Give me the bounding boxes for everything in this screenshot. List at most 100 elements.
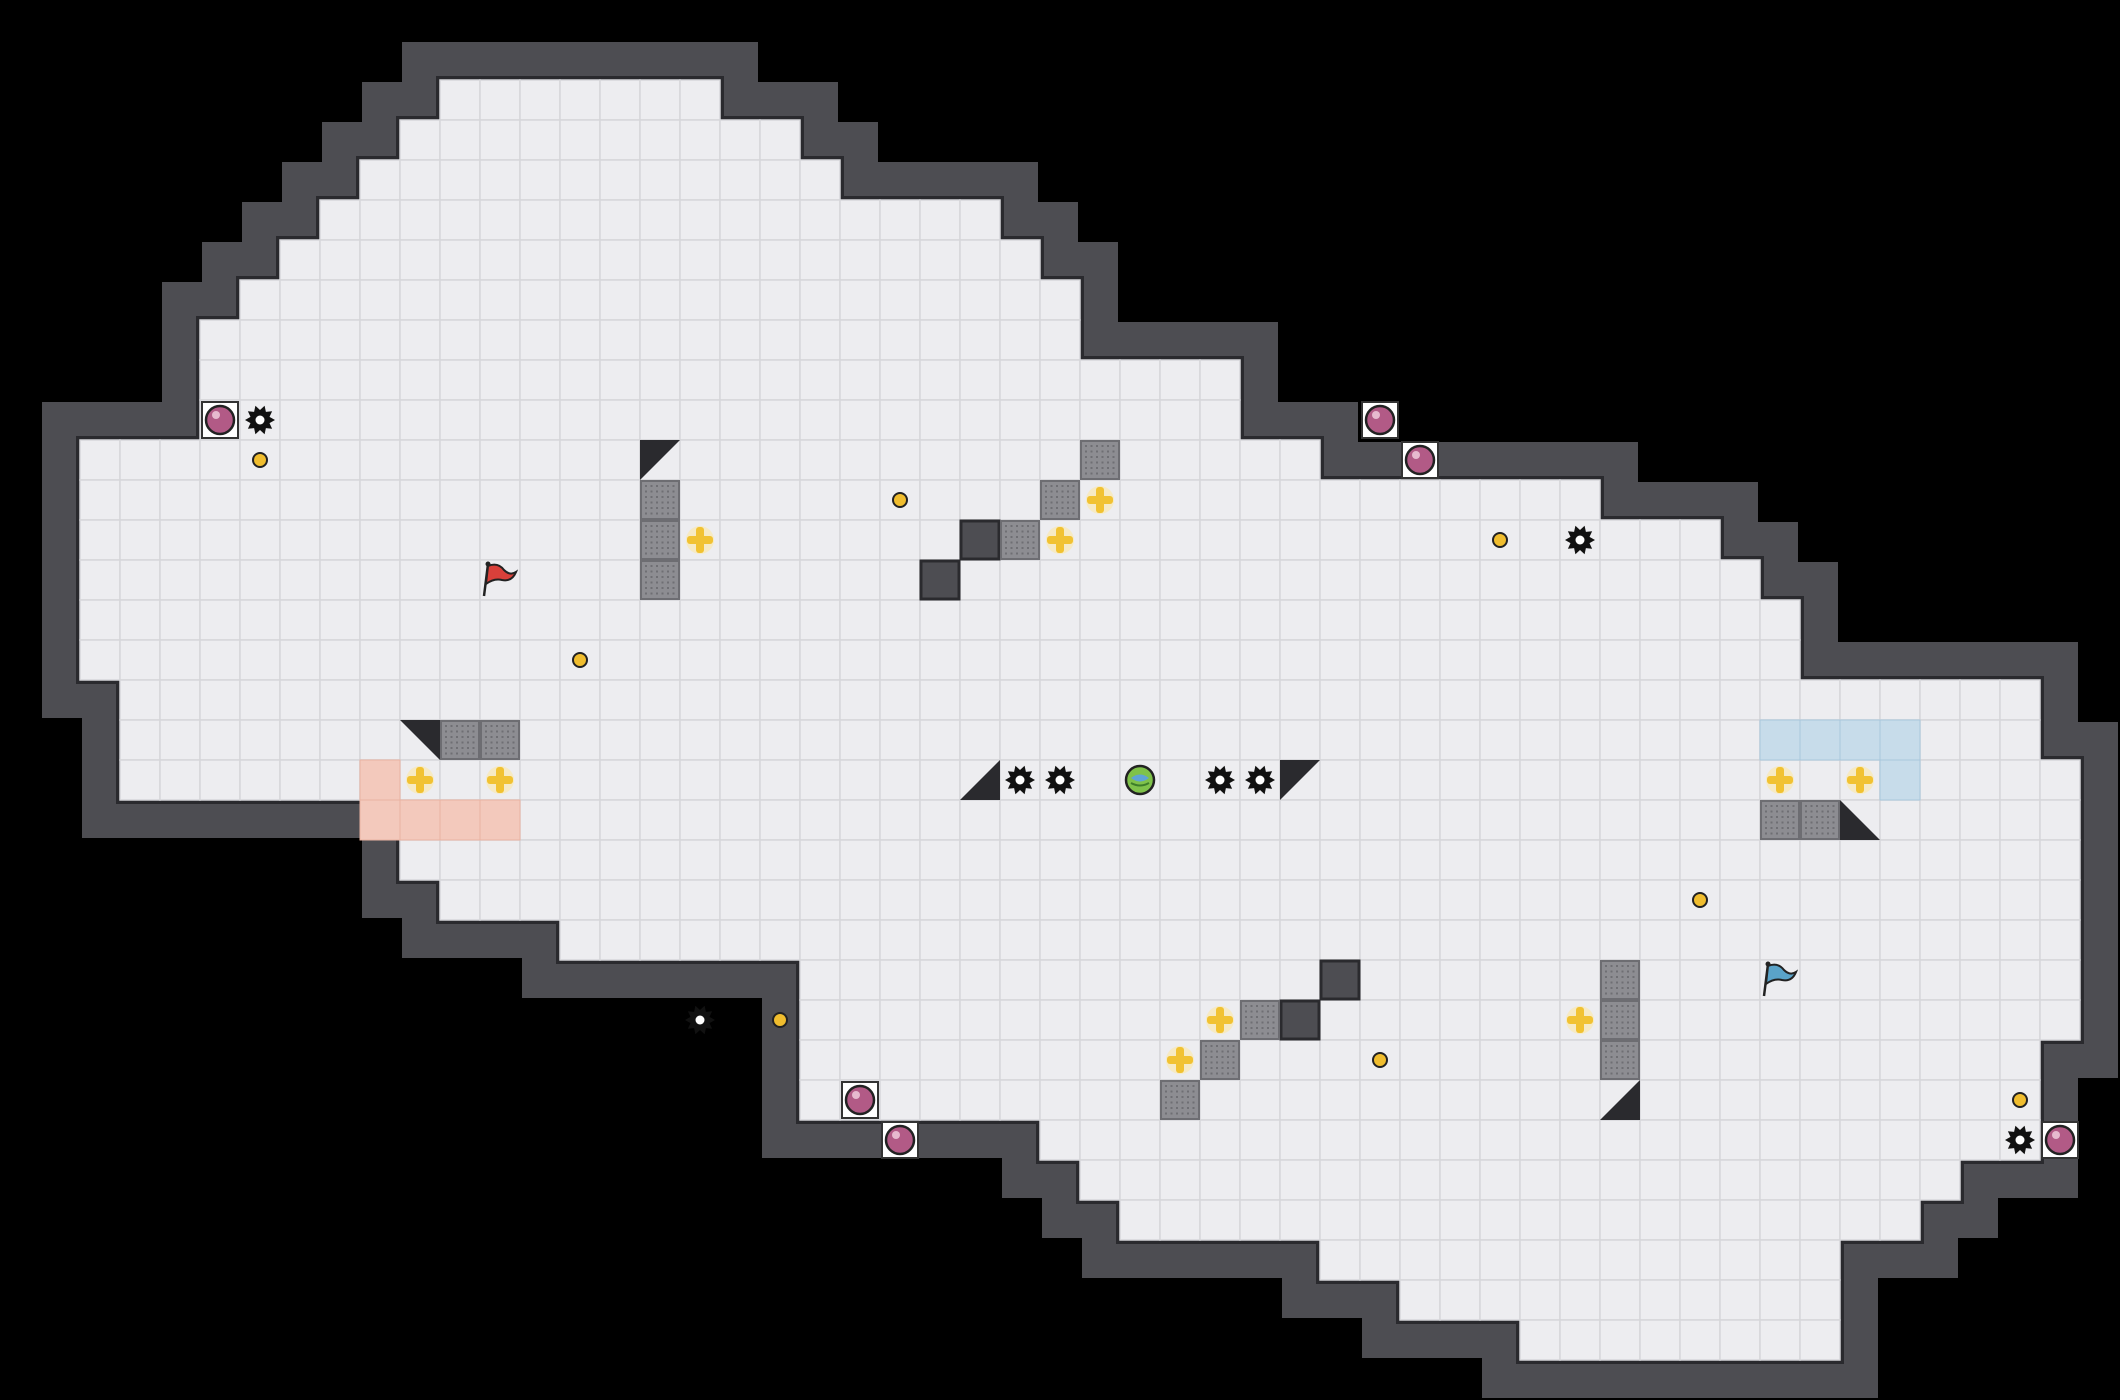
floor-tile (759, 919, 801, 961)
floor-tile (2039, 999, 2081, 1041)
floor-tile (679, 439, 721, 481)
floor-tile (559, 679, 601, 721)
floor-tile (1999, 799, 2041, 841)
floor-tile (759, 119, 801, 161)
bomb-icon (2041, 1121, 2079, 1159)
floor-tile (1519, 679, 1561, 721)
floor-tile (399, 239, 441, 281)
floor-tile (519, 399, 561, 441)
floor-tile (1519, 799, 1561, 841)
floor-tile (799, 239, 841, 281)
floor-tile (1319, 879, 1361, 921)
boost-icon (1046, 526, 1074, 554)
floor-tile (919, 599, 961, 641)
floor-tile (1319, 759, 1361, 801)
floor-tile (1679, 679, 1721, 721)
floor-tile (1399, 479, 1441, 521)
floor-tile (479, 839, 521, 881)
floor-tile (1719, 559, 1761, 601)
floor-tile (1319, 519, 1361, 561)
floor-tile (839, 359, 881, 401)
floor-tile (1439, 1199, 1481, 1241)
floor-tile (719, 639, 761, 681)
floor-tile (1399, 639, 1441, 681)
floor-tile (1759, 1119, 1801, 1161)
floor-tile (519, 119, 561, 161)
floor-tile (1919, 1119, 1961, 1161)
floor-tile (1159, 719, 1201, 761)
floor-tile (79, 479, 121, 521)
floor-tile (319, 639, 361, 681)
floor-tile (1479, 879, 1521, 921)
floor-tile (1599, 759, 1641, 801)
floor-tile (919, 439, 961, 481)
floor-tile (959, 199, 1001, 241)
floor-tile (1359, 719, 1401, 761)
floor-tile (279, 239, 321, 281)
floor-tile (599, 519, 641, 561)
floor-tile (439, 479, 481, 521)
floor-tile (1919, 999, 1961, 1041)
floor-tile (519, 319, 561, 361)
floor-tile (1799, 999, 1841, 1041)
floor-tile (1839, 839, 1881, 881)
floor-tile (599, 599, 641, 641)
floor-tile (79, 519, 121, 561)
floor-tile (1239, 959, 1281, 1001)
floor-tile (959, 599, 1001, 641)
floor-tile (1319, 719, 1361, 761)
spike-icon (1565, 525, 1595, 555)
floor-tile (1599, 719, 1641, 761)
floor-tile (1479, 1279, 1521, 1321)
floor-tile (1559, 959, 1601, 1001)
floor-tile (1839, 679, 1881, 721)
floor-tile (439, 279, 481, 321)
floor-tile (1599, 559, 1641, 601)
floor-tile (559, 279, 601, 321)
floor-tile (1119, 439, 1161, 481)
floor-tile (1359, 919, 1401, 961)
floor-tile (999, 559, 1041, 601)
floor-tile (1439, 759, 1481, 801)
floor-tile (1039, 639, 1081, 681)
floor-tile (519, 359, 561, 401)
floor-tile (759, 719, 801, 761)
floor-tile (1799, 959, 1841, 1001)
floor-tile (839, 679, 881, 721)
floor-tile (1039, 839, 1081, 881)
floor-tile (1039, 399, 1081, 441)
diagonal-wall (400, 720, 440, 760)
floor-tile (999, 719, 1041, 761)
floor-tile (319, 199, 361, 241)
boost-icon (1086, 486, 1114, 514)
floor-tile (719, 159, 761, 201)
floor-tile (639, 919, 681, 961)
floor-tile (1679, 1319, 1721, 1361)
floor-tile (1679, 759, 1721, 801)
floor-tile (1039, 959, 1081, 1001)
floor-tile (1199, 799, 1241, 841)
floor-tile (1439, 1239, 1481, 1281)
floor-tile (1799, 919, 1841, 961)
floor-tile (1119, 919, 1161, 961)
floor-tile (1119, 719, 1161, 761)
floor-tile (359, 319, 401, 361)
floor-tile (959, 1039, 1001, 1081)
floor-tile (1279, 839, 1321, 881)
floor-tile (1719, 719, 1761, 761)
floor-tile (1399, 1039, 1441, 1081)
floor-tile (279, 679, 321, 721)
floor-tile (1559, 1159, 1601, 1201)
floor-tile (1999, 959, 2041, 1001)
floor-tile (599, 919, 641, 961)
floor-tile (1679, 1079, 1721, 1121)
spike-icon (1045, 765, 1075, 795)
floor-tile (1159, 799, 1201, 841)
floor-tile (1719, 1079, 1761, 1121)
floor-tile (519, 679, 561, 721)
floor-tile (1679, 1039, 1721, 1081)
floor-tile (1799, 1319, 1841, 1361)
floor-tile (1639, 519, 1681, 561)
floor-tile (359, 599, 401, 641)
floor-tile (1599, 1119, 1641, 1161)
